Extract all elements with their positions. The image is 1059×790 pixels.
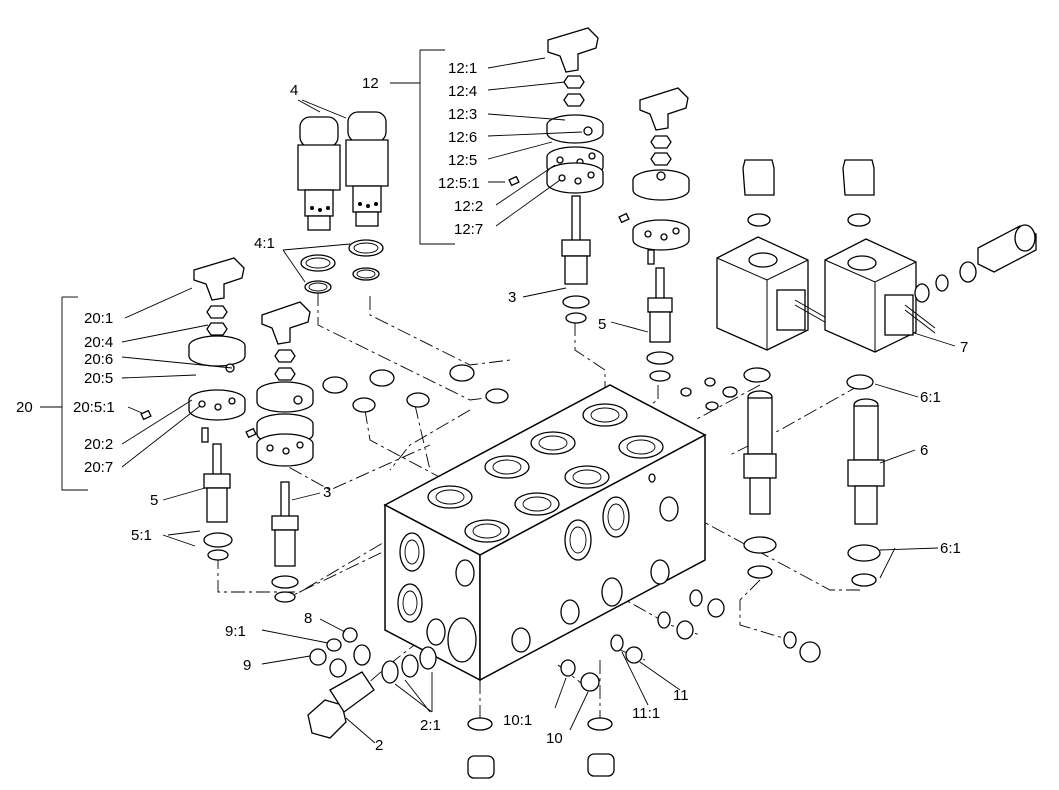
label-4-1: 4:1 bbox=[254, 235, 275, 252]
label-20: 20 bbox=[16, 399, 33, 416]
label-20-1: 20:1 bbox=[84, 310, 113, 327]
port-plugs-top-left bbox=[322, 364, 509, 413]
solenoid-nut-left bbox=[742, 159, 775, 227]
label-20-7: 20:7 bbox=[84, 459, 113, 476]
solenoid-coil-left bbox=[716, 236, 831, 383]
label-11: 11 bbox=[673, 687, 689, 704]
label-4: 4 bbox=[290, 82, 298, 99]
right-face-ports bbox=[511, 473, 679, 653]
label-8: 8 bbox=[304, 610, 312, 627]
label-12-5-1: 12:5:1 bbox=[438, 175, 480, 192]
knob-assembly-20 bbox=[140, 257, 246, 443]
fitting-8 bbox=[326, 627, 358, 652]
label-6-1-bottom: 6:1 bbox=[940, 540, 961, 557]
leader-lines bbox=[40, 49, 956, 744]
label-12: 12 bbox=[362, 75, 379, 92]
label-6: 6 bbox=[920, 442, 928, 459]
valve-5-top bbox=[646, 267, 674, 382]
label-9-1: 9:1 bbox=[225, 623, 246, 640]
label-20-5-1: 20:5:1 bbox=[73, 399, 115, 416]
solenoid-coil-right bbox=[824, 238, 936, 390]
left-face-ports bbox=[397, 532, 477, 663]
label-12-7: 12:7 bbox=[454, 221, 483, 238]
label-20-2: 20:2 bbox=[84, 436, 113, 453]
label-11-1: 11:1 bbox=[632, 705, 660, 722]
label-12-5: 12:5 bbox=[448, 152, 477, 169]
plug-11 bbox=[610, 634, 643, 664]
o-rings-4-1 bbox=[300, 239, 384, 294]
adjustable-valve-3-left bbox=[271, 481, 299, 603]
port-plugs-right-lower bbox=[657, 589, 821, 663]
cartridge-2 bbox=[307, 646, 437, 739]
label-20-5: 20:5 bbox=[84, 370, 113, 387]
small-fittings-top-right bbox=[680, 377, 738, 411]
knob-assembly-top-right bbox=[618, 87, 690, 265]
label-12-4: 12:4 bbox=[448, 83, 477, 100]
valve-5-left bbox=[203, 443, 233, 561]
label-10: 10 bbox=[546, 730, 563, 747]
label-12-6: 12:6 bbox=[448, 129, 477, 146]
label-12-2: 12:2 bbox=[454, 198, 483, 215]
knob-assembly-left-2 bbox=[245, 301, 314, 467]
label-2-1: 2:1 bbox=[420, 717, 441, 734]
plug-9 bbox=[309, 644, 371, 678]
solenoid-nut-right bbox=[842, 159, 875, 227]
top-face-ports bbox=[427, 403, 664, 543]
plug-10 bbox=[560, 659, 600, 692]
solenoid-valve-stem-right bbox=[847, 398, 885, 587]
label-10-1: 10:1 bbox=[503, 712, 532, 729]
label-5-1: 5:1 bbox=[131, 527, 152, 544]
label-2: 2 bbox=[375, 737, 383, 754]
solenoid-valve-stem-left bbox=[743, 390, 777, 579]
relief-valve-cartridge-4a bbox=[297, 116, 341, 231]
label-3-top: 3 bbox=[508, 289, 516, 306]
label-7: 7 bbox=[960, 339, 968, 356]
label-12-1: 12:1 bbox=[448, 60, 477, 77]
part-labels: 12 12:1 12:4 12:3 12:6 12:5 12:5:1 12:2 … bbox=[16, 60, 968, 754]
label-5-left: 5 bbox=[150, 492, 158, 509]
relief-valve-cartridge-4b bbox=[345, 111, 389, 227]
label-3-left: 3 bbox=[323, 484, 331, 501]
label-5-top: 5 bbox=[598, 316, 606, 333]
label-12-3: 12:3 bbox=[448, 106, 477, 123]
adjustable-valve-3-top bbox=[561, 195, 591, 324]
cartridge-valve-horizontal bbox=[914, 224, 1037, 303]
label-20-4: 20:4 bbox=[84, 334, 113, 351]
bottom-plugs bbox=[467, 717, 615, 779]
label-9: 9 bbox=[243, 657, 251, 674]
knob-assembly-12 bbox=[508, 27, 604, 194]
valve-block bbox=[383, 384, 707, 682]
label-20-6: 20:6 bbox=[84, 351, 113, 368]
label-6-1-top: 6:1 bbox=[920, 389, 941, 406]
